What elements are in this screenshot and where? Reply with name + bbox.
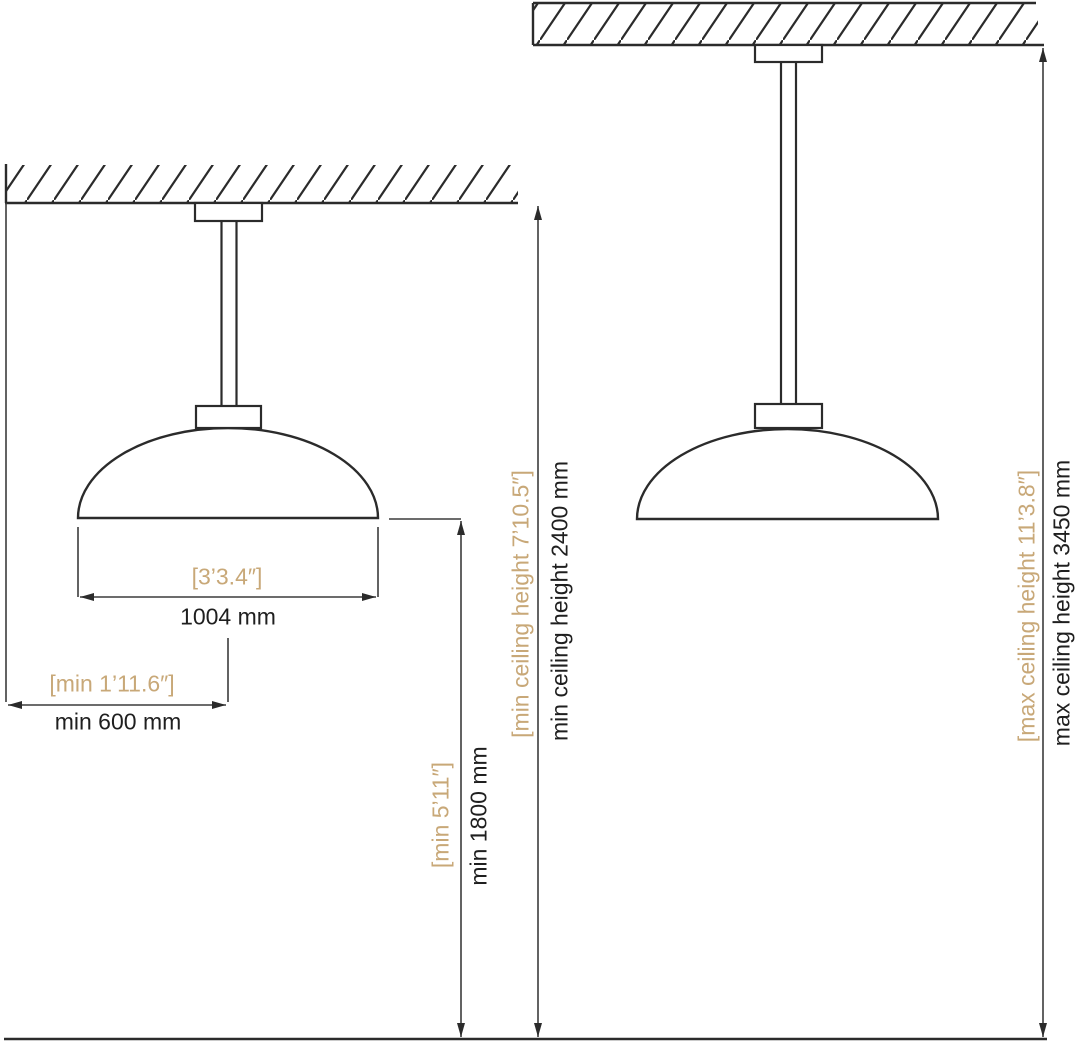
right-lamp-shade	[635, 427, 940, 521]
right-lamp-stem	[779, 58, 798, 407]
right-ceiling-hatch	[533, 3, 1038, 45]
left-lamp-mount-plate	[193, 201, 264, 223]
left-lamp-shade	[76, 426, 380, 520]
shade-width-metric-label: 1004 mm	[180, 603, 276, 630]
hanging-height-metric-label: min 1800 mm	[465, 746, 492, 886]
hanging-height-imperial-label: [min 5’11″]	[427, 761, 454, 869]
right-ceiling	[531, 1, 1044, 47]
min-ceiling-height-imperial-label: [min ceiling height 7’10.5″]	[507, 470, 534, 738]
right-lamp-mount-plate	[753, 43, 824, 64]
max-ceiling-height-imperial-label: [max ceiling height 11’3.8″]	[1013, 469, 1040, 743]
shade-width-dimension	[77, 527, 379, 601]
min-ceiling-height-metric-label: min ceiling height 2400 mm	[546, 461, 573, 741]
shade-width-imperial-label: [3’3.4″]	[191, 563, 263, 590]
left-ceiling	[4, 164, 518, 205]
wall-distance-dimension	[5, 203, 229, 709]
right-pendant-lamp	[635, 43, 940, 521]
right-lamp-canopy	[753, 402, 824, 430]
left-lamp-canopy	[194, 404, 263, 430]
max-ceiling-height-metric-label: max ceiling height 3450 mm	[1048, 459, 1075, 747]
hanging-height-dimension	[389, 518, 465, 1037]
left-lamp-stem	[220, 216, 238, 410]
wall-distance-metric-label: min 600 mm	[54, 708, 182, 735]
left-pendant-lamp	[76, 201, 380, 520]
wall-distance-imperial-label: [min 1’11.6″]	[49, 670, 175, 697]
left-ceiling-hatch	[5, 165, 518, 203]
